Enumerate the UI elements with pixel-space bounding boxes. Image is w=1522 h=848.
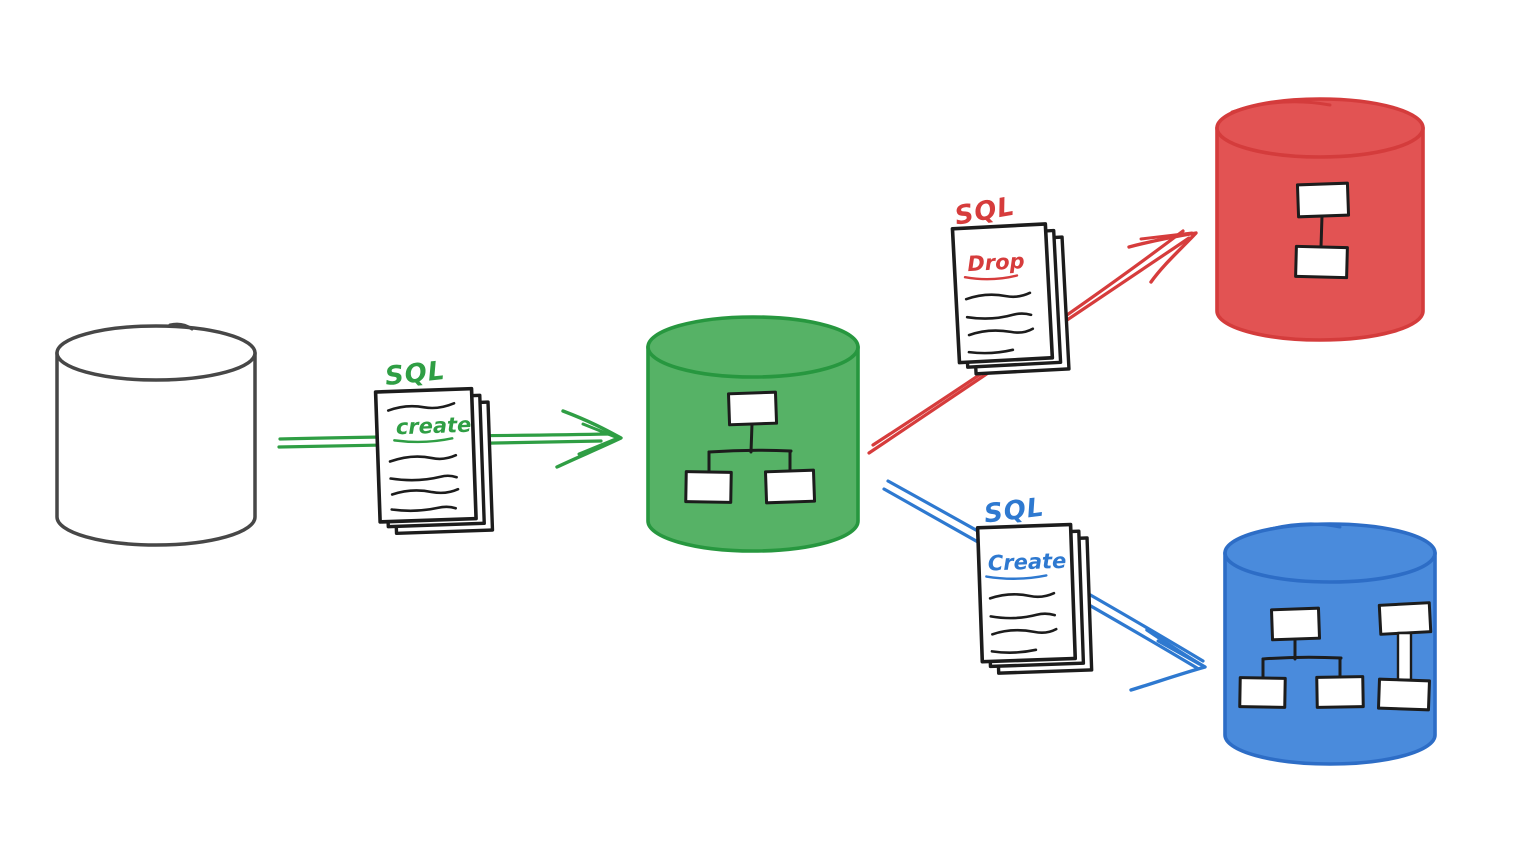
cylinder-top [1223, 522, 1437, 584]
scribble-line [964, 291, 1032, 301]
sql-badge: SQL [982, 492, 1046, 529]
keyword-underline [963, 274, 1019, 281]
source-database-cylinder [55, 322, 257, 547]
cylinder-top [55, 324, 257, 382]
page-front [373, 386, 478, 524]
table-box [1238, 676, 1287, 709]
scribble-line [390, 487, 460, 496]
scribble-line [386, 401, 456, 412]
page-front [975, 522, 1078, 664]
keyword-underline [985, 574, 1048, 580]
arrow-head [1127, 231, 1198, 284]
cylinder-top [1215, 97, 1425, 159]
green-schema-tree [684, 390, 817, 505]
red-schema-tree [1294, 181, 1351, 280]
schema-connector [1261, 655, 1343, 661]
scribble-line [990, 648, 1038, 654]
table-box [1376, 677, 1431, 712]
table-box [726, 390, 779, 427]
scribble-line [388, 453, 458, 463]
table-box [1295, 181, 1351, 219]
table-connector-bar [1396, 631, 1413, 682]
schema-connector [749, 422, 754, 454]
page-front [950, 222, 1055, 365]
scribble-line [389, 474, 458, 482]
table-box [763, 468, 817, 505]
script-keyword: Create [987, 549, 1066, 576]
keyword-underline [393, 437, 454, 444]
arrow-head [1129, 628, 1207, 692]
red-database-cylinder [1215, 97, 1425, 342]
create-script-document: SQL create [373, 356, 495, 536]
cylinder-body [55, 351, 257, 547]
script-keyword: Drop [967, 249, 1025, 276]
arrow-head [577, 422, 620, 456]
scribble-line [988, 591, 1056, 600]
script-keyword: create [395, 413, 471, 440]
sketch-stroke [168, 322, 194, 331]
sql-badge: SQL [384, 356, 447, 392]
arrow-head [555, 409, 623, 469]
scribble-line [967, 327, 1035, 337]
schema-connector [1319, 214, 1324, 249]
scribble-line [991, 627, 1058, 636]
arrow-head [1139, 231, 1194, 241]
table-box [1269, 606, 1322, 642]
schema-connector [707, 448, 793, 454]
sketch-stroke [1268, 522, 1342, 531]
drop-script-document: SQL Drop [950, 192, 1071, 376]
table-box [1377, 601, 1433, 636]
table-box [684, 470, 733, 504]
blue-schema-tree [1238, 601, 1433, 712]
arrow-head [1156, 639, 1201, 666]
scribble-line [965, 312, 1033, 320]
scribble-line [989, 612, 1057, 620]
cylinder-top [646, 315, 860, 379]
table-box [1315, 675, 1365, 709]
sketch-stroke [1230, 100, 1332, 114]
recreate-script-document: SQL Create [975, 492, 1094, 675]
scribble-line [390, 505, 457, 513]
scribble-line [967, 348, 1015, 355]
table-box [1294, 244, 1349, 280]
